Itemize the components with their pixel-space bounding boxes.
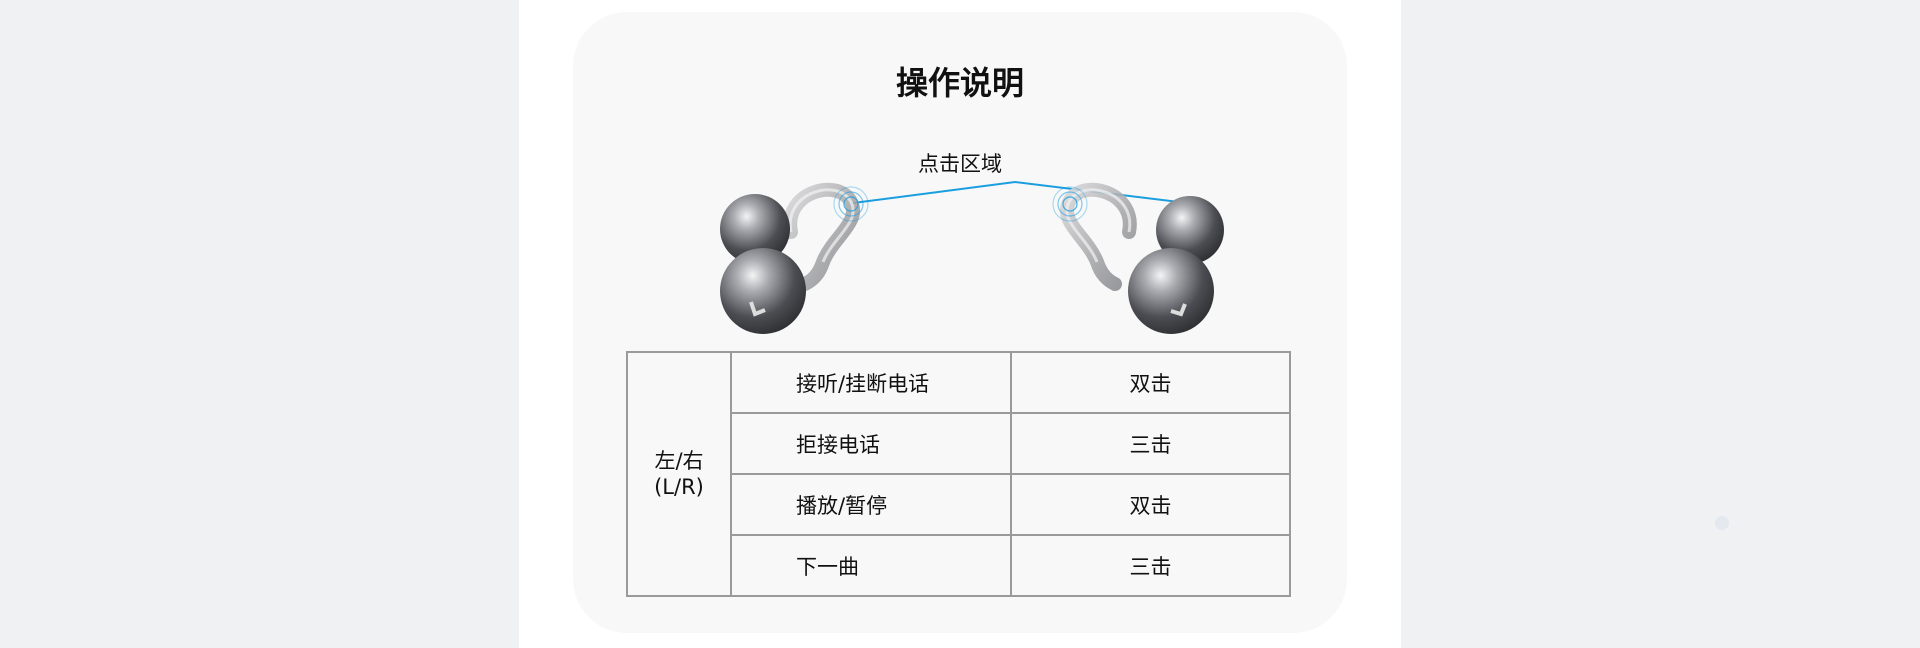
tap-area-label: 点击区域: [918, 152, 1002, 176]
gesture-cell: 三击: [1010, 412, 1291, 475]
table-row: 播放/暂停 双击: [627, 473, 1291, 536]
table-row: 左/右 (L/R) 接听/挂断电话 双击: [626, 351, 1291, 597]
instruction-page: 操作说明 点击区域: [519, 0, 1401, 648]
instruction-card: 操作说明 点击区域: [573, 12, 1347, 633]
decorative-dot: [1715, 516, 1729, 530]
right-earbud-graphic: [1052, 182, 1224, 334]
gesture-cell: 三击: [1010, 534, 1291, 597]
table-row: 拒接电话 三击: [627, 412, 1291, 475]
gesture-cell: 双击: [1010, 351, 1291, 414]
side-label-cell: 左/右 (L/R): [626, 351, 732, 597]
left-earbud-graphic: [720, 182, 869, 334]
action-cell: 接听/挂断电话: [730, 351, 1012, 414]
action-cell: 下一曲: [730, 534, 1012, 597]
table-row: 下一曲 三击: [627, 534, 1291, 597]
side-label-code: (L/R): [654, 475, 704, 499]
tap-indicator-line: [852, 180, 1188, 204]
page-title: 操作说明: [895, 64, 1024, 102]
gesture-cell: 双击: [1010, 473, 1291, 536]
action-cell: 拒接电话: [730, 412, 1012, 475]
operations-table: 左/右 (L/R) 接听/挂断电话 双击 拒接电话 三击 播放/暂停 双击 下一…: [626, 351, 1291, 597]
action-cell: 播放/暂停: [730, 473, 1012, 536]
side-label: 左/右: [654, 449, 704, 473]
earbuds-illustration: [720, 180, 1224, 334]
